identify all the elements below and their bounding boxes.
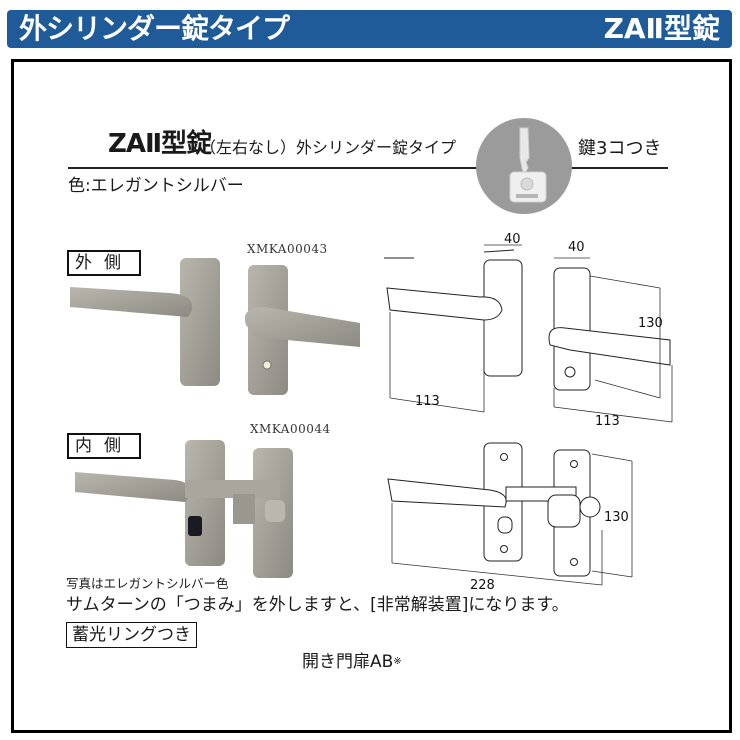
product-series: ZAⅡ型錠 <box>603 12 720 45</box>
inside-label: 内側 <box>67 433 141 459</box>
inside-handle-photo <box>75 440 293 578</box>
thumbturn-note: サムターンの「つまみ」を外しますと、[非常解装置]になります。 <box>66 595 569 615</box>
dim-outside-left-width: 40 <box>504 232 521 247</box>
dim-outside-height: 130 <box>638 316 663 331</box>
category-title: 外シリンダー錠タイプ <box>19 12 290 45</box>
dim-inside-height: 130 <box>604 510 629 525</box>
dim-inside-total-length: 228 <box>470 578 495 593</box>
applicable-gate-text: 開き門扉AB <box>302 652 394 672</box>
header-bar: 外シリンダー錠タイプ ZAⅡ型錠 <box>7 10 732 48</box>
color-label: 色:エレガントシルバー <box>68 176 244 196</box>
outside-dimension-drawing <box>384 244 673 423</box>
applicable-gate: 開き門扉AB※ <box>302 650 402 674</box>
key-badge <box>476 118 572 214</box>
title-divider <box>68 167 668 169</box>
dim-outside-left-length: 113 <box>415 394 440 409</box>
key-icon <box>509 127 547 203</box>
product-subtitle: （左右なし）外シリンダー錠タイプ <box>200 138 457 157</box>
outside-handle-photo <box>70 258 360 395</box>
inside-dimension-drawing <box>387 442 633 586</box>
content-frame <box>11 59 732 733</box>
luminous-ring-label: 蓄光リングつき <box>66 622 197 648</box>
key-count-note: 鍵3コつき <box>578 138 662 159</box>
dim-outside-right-length: 113 <box>595 414 620 429</box>
dim-outside-right-width: 40 <box>568 240 585 255</box>
gate-note-mark: ※ <box>393 656 402 667</box>
photo-note: 写真はエレガントシルバー色 <box>66 576 229 591</box>
inside-model-code: XMKA00044 <box>250 422 331 436</box>
outside-model-code: XMKA00043 <box>247 242 328 256</box>
product-name: ZAⅡ型錠 <box>108 129 212 159</box>
outside-label: 外側 <box>67 250 141 276</box>
